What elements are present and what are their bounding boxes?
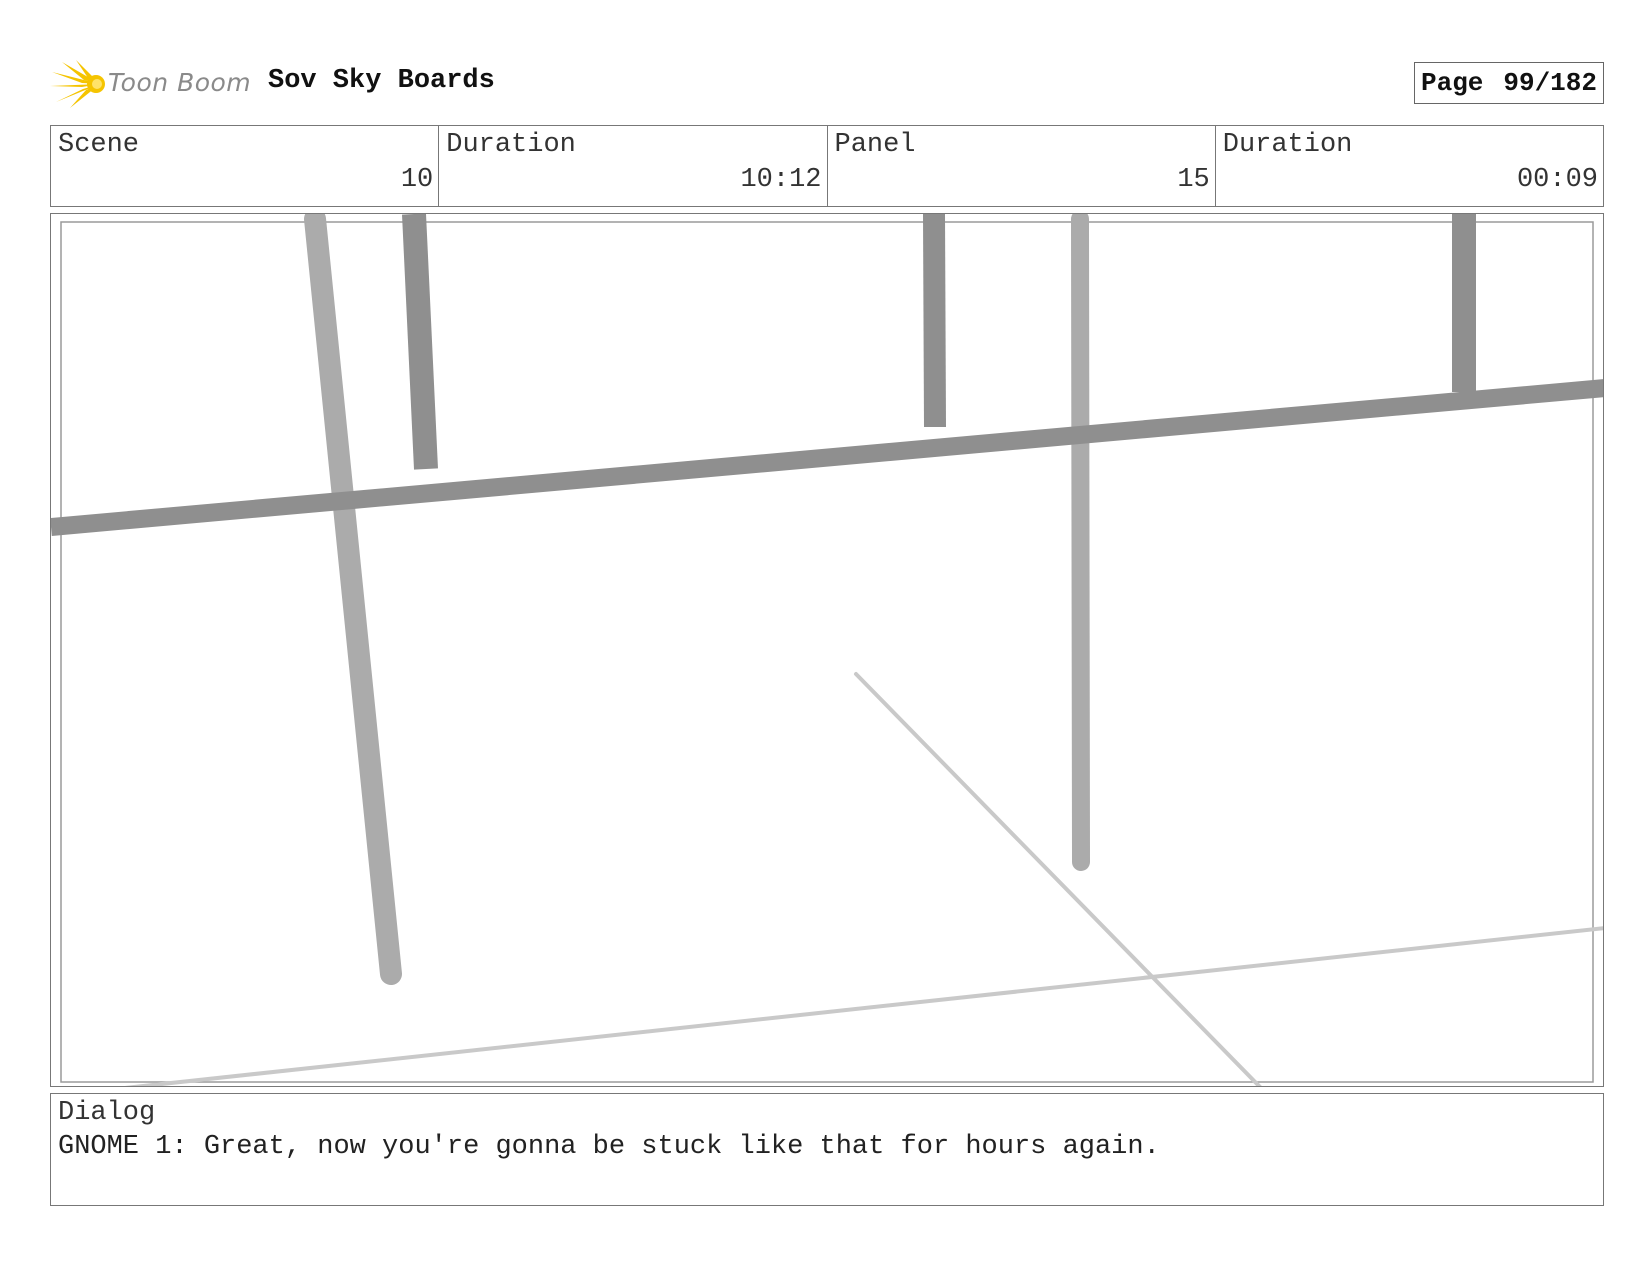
page-indicator: Page 99/182 xyxy=(1414,62,1604,104)
panel-duration-cell: Duration 00:09 xyxy=(1216,126,1603,206)
right-post xyxy=(1071,214,1090,871)
page-number: 99/182 xyxy=(1503,68,1597,98)
storyboard-panel xyxy=(50,213,1604,1087)
dialog-text: GNOME 1: Great, now you're gonna be stuc… xyxy=(58,1132,1160,1162)
hanging-post-2 xyxy=(923,214,946,428)
scene-value: 10 xyxy=(400,165,434,195)
storyboard-header: Toon Boom Sov Sky Boards Page 99/182 xyxy=(50,58,1604,110)
panel-cell: Panel 15 xyxy=(828,126,1216,206)
dialog-box: Dialog GNOME 1: Great, now you're gonna … xyxy=(50,1093,1604,1206)
safe-area-frame xyxy=(60,221,1594,1083)
panel-duration-label: Duration xyxy=(1222,130,1353,160)
panel-duration-value: 00:09 xyxy=(1516,165,1598,195)
dialog-label: Dialog xyxy=(58,1098,156,1128)
scene-duration-cell: Duration 10:12 xyxy=(439,126,828,206)
scene-duration-label: Duration xyxy=(446,130,576,160)
top-rail xyxy=(51,379,1603,536)
logo-wordmark: Toon Boom xyxy=(108,68,252,97)
panel-info-row: Scene 10 Duration 10:12 Panel 15 Duratio… xyxy=(50,125,1604,207)
left-post xyxy=(304,214,402,985)
scene-cell: Scene 10 xyxy=(51,126,440,206)
toon-boom-logo: Toon Boom xyxy=(50,58,252,110)
diagonal-line xyxy=(854,672,1262,1086)
scene-duration-value: 10:12 xyxy=(740,165,822,195)
starburst-icon xyxy=(50,60,105,108)
scene-label: Scene xyxy=(58,130,140,160)
panel-drawing xyxy=(51,214,1603,1086)
back-rail-line xyxy=(124,926,1603,1086)
hanging-post-1 xyxy=(402,214,438,470)
project-title: Sov Sky Boards xyxy=(268,66,495,96)
page-label: Page xyxy=(1421,68,1484,98)
panel-label: Panel xyxy=(834,130,916,160)
panel-value: 15 xyxy=(1177,165,1210,195)
